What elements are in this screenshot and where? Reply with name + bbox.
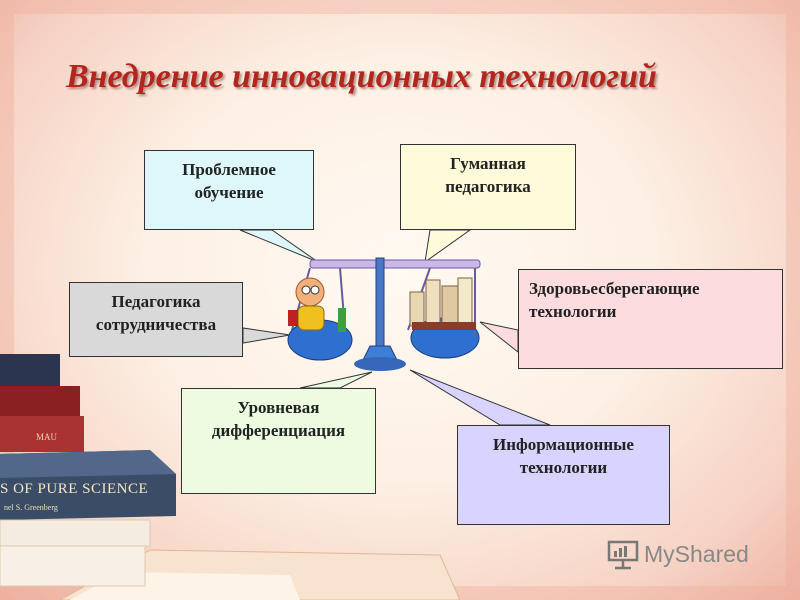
book-spine-text: S OF PURE SCIENCE (0, 481, 148, 497)
presentation-board-icon (607, 540, 639, 570)
callout-humane-pedagogy-line2: педагогика (445, 176, 531, 196)
callout-information-line2: технологии (519, 457, 608, 477)
pointer-cooperation (242, 327, 291, 344)
callout-health-line1: Здоровьесберегающие (529, 279, 700, 298)
myshared-watermark: MyShared (606, 536, 749, 572)
pointer-problem-learning (239, 229, 319, 263)
callout-problem-learning-line2: обучение (194, 182, 264, 202)
callout-information-tech: Информационные технологии (457, 425, 670, 525)
callout-cooperation-line1: Педагогика (111, 292, 201, 311)
slide-title: Внедрение инновационных технологий (66, 58, 657, 95)
book-author-text: nel S. Greenberg (4, 503, 58, 512)
callout-cooperation-pedagogy: Педагогика сотрудничества (69, 282, 243, 357)
callout-cooperation-line2: сотрудничества (95, 314, 217, 334)
callout-differentiation-line2: дифференциация (211, 420, 346, 440)
callout-health-line2: технологии (529, 301, 617, 321)
callout-humane-pedagogy: Гуманная педагогика (400, 144, 576, 230)
callout-problem-learning: Проблемное обучение (144, 150, 314, 230)
callout-health-saving: Здоровьесберегающие технологии (518, 269, 783, 369)
callout-humane-pedagogy-line1: Гуманная (450, 154, 526, 173)
callout-differentiation-line1: Уровневая (237, 398, 320, 417)
books-decoration: MAU S OF PURE SCIENCE nel S. Greenberg (0, 354, 460, 600)
callout-information-line1: Информационные (493, 435, 634, 454)
callout-problem-learning-line1: Проблемное (182, 160, 276, 179)
callout-level-differentiation: Уровневая дифференциация (181, 388, 376, 494)
watermark-text: MyShared (644, 540, 749, 567)
balance-scale-illustration (287, 257, 481, 371)
pointer-humane-pedagogy (424, 229, 472, 264)
book-side-text: MAU (36, 432, 58, 442)
